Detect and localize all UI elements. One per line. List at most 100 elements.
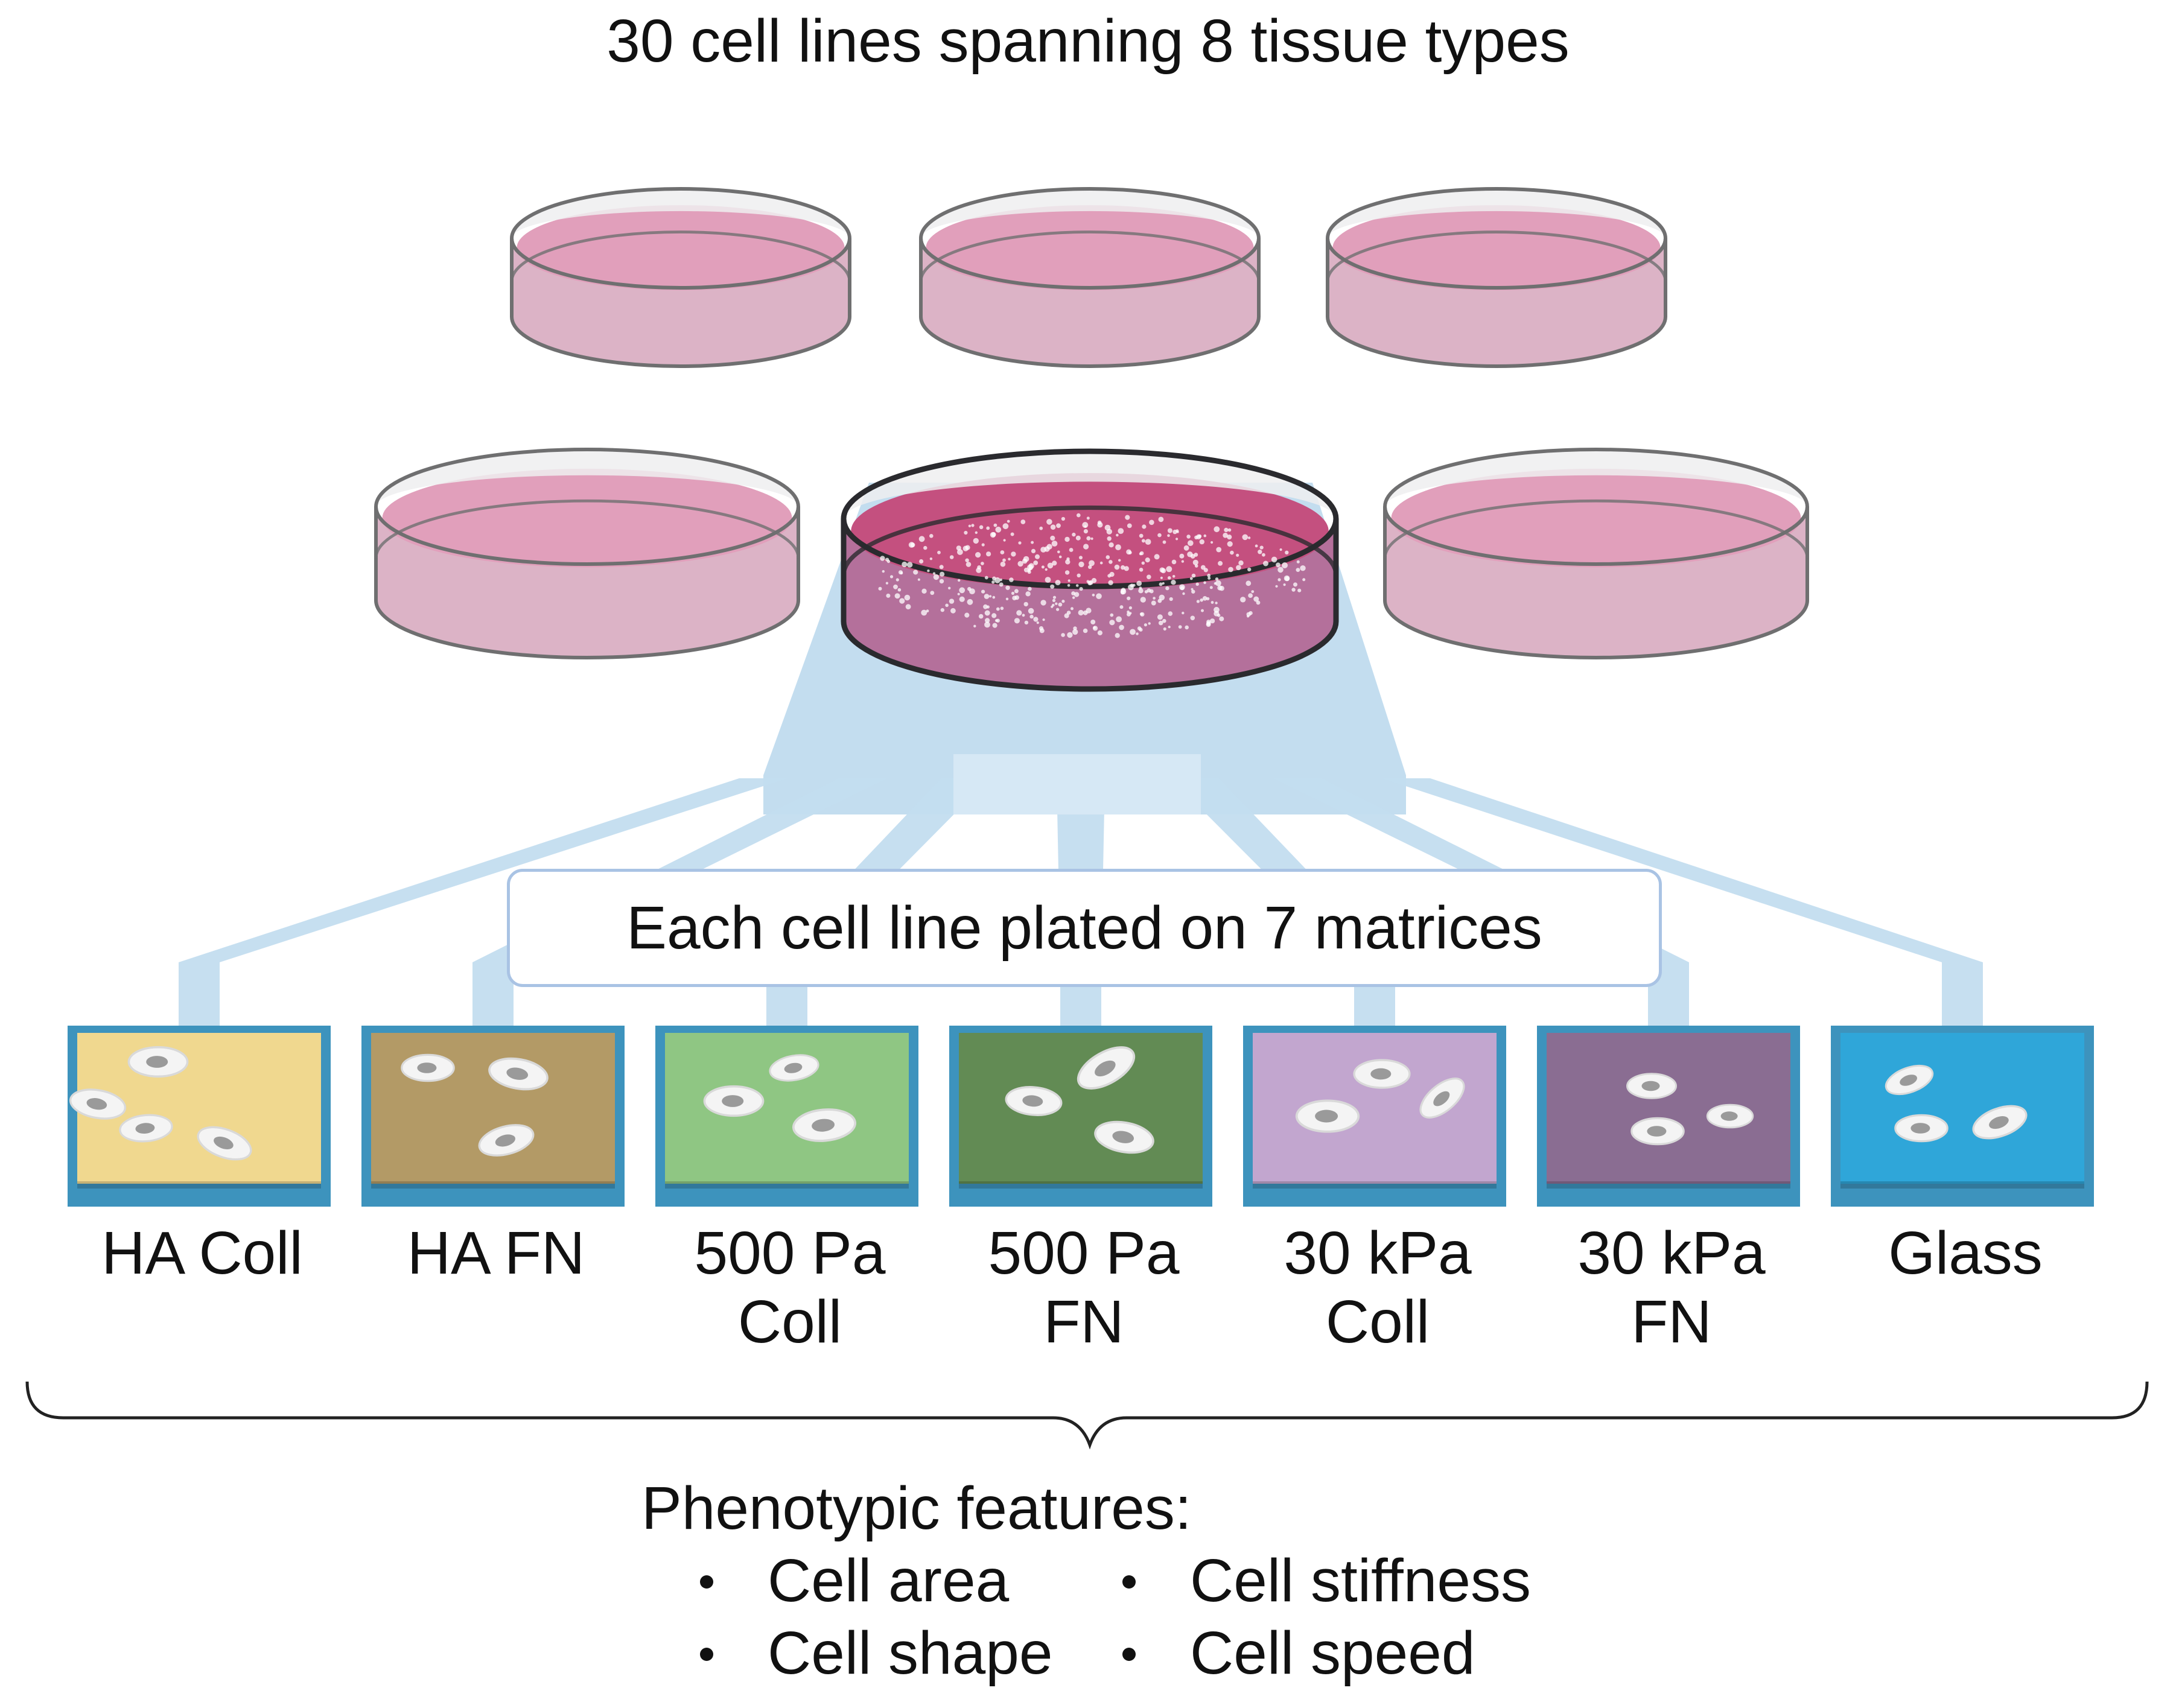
dish-cell-dot — [967, 598, 973, 605]
tile-shadow — [1840, 1181, 2084, 1189]
dish-medium — [1391, 468, 1801, 568]
dish-cell-dot — [896, 578, 899, 582]
dish-cell-dot — [984, 594, 990, 599]
dish-cell-dot — [1052, 598, 1056, 603]
cell-nucleus — [722, 1095, 744, 1107]
dish-rim — [510, 187, 851, 290]
dish-cell-dot — [930, 591, 935, 595]
dish-cell-dot — [1128, 606, 1132, 610]
matrix-label-1: HA Coll — [101, 1219, 303, 1287]
dish-cell-dot — [1109, 560, 1113, 564]
dish-cell-dot — [1121, 565, 1125, 570]
cell-nucleus — [495, 1134, 515, 1147]
matrix-tile-4 — [949, 1026, 1212, 1207]
dish-cell-dot — [968, 524, 972, 527]
cell-shape — [1626, 1073, 1677, 1099]
dish-cell-dot — [1079, 587, 1083, 591]
dish-cell-dot — [1249, 611, 1253, 615]
dish-cell-dot — [1218, 560, 1223, 566]
tile-shadow — [665, 1181, 909, 1189]
bullet-icon — [1122, 1575, 1136, 1589]
features-heading: Phenotypic features: — [641, 1475, 1192, 1542]
dish-cell-dot — [1179, 553, 1185, 559]
dish-cell-dot — [1072, 532, 1076, 537]
dish-cell-dot — [1262, 553, 1265, 557]
dish-cell-dot — [1228, 567, 1233, 573]
dish-cell-dot — [1000, 606, 1004, 611]
dish-cell-dot — [897, 588, 902, 592]
dish-cell-dot — [999, 578, 1003, 582]
dish-cell-dot — [929, 534, 934, 538]
dish-medium — [851, 473, 1329, 589]
dish-cell-dot — [1158, 620, 1163, 626]
matrices-callout: Each cell line plated on 7 matrices — [507, 869, 1662, 987]
dish-cell-dot — [1055, 580, 1061, 586]
dish-cell-dot — [1082, 522, 1089, 529]
cell-nucleus — [506, 1067, 529, 1080]
dish-cell-dot — [1018, 541, 1022, 545]
dish-cell-dot — [921, 609, 927, 616]
feature-item-cell-stiffness: Cell stiffness — [1122, 1545, 1531, 1617]
dish-cell-dot — [1139, 568, 1144, 572]
dish-cell-dot — [1145, 557, 1150, 563]
dish-cell-dot — [1127, 523, 1132, 529]
dish-cell-dot — [1052, 560, 1057, 566]
cell-shape — [119, 1114, 173, 1143]
bullet-icon — [700, 1575, 713, 1589]
funnel-branch — [1171, 778, 1395, 1026]
dish-cell-dot — [1050, 535, 1055, 541]
dish-cell-dot — [1207, 576, 1211, 580]
dish-cell-dot — [1209, 586, 1213, 589]
dish-cell-dot — [1065, 559, 1071, 565]
dish-cell-dot — [923, 545, 927, 550]
matrix-tile-6 — [1537, 1026, 1800, 1207]
dish-medium — [517, 205, 845, 291]
dish-cell-dot — [1159, 582, 1163, 586]
cell-shape — [1005, 1086, 1063, 1116]
cell-shape — [1077, 1046, 1136, 1090]
cell-nucleus — [1910, 1123, 1930, 1134]
dish-cell-dot — [1071, 607, 1074, 611]
dish-cell-dot — [999, 582, 1004, 587]
grouping-brace — [25, 1381, 2149, 1450]
dish-cell-dot — [918, 536, 925, 542]
dish-cell-dot — [1219, 586, 1224, 591]
funnel-highlight — [953, 754, 1201, 814]
dish-glass — [844, 451, 1336, 519]
dish-cell-dot — [886, 593, 891, 598]
dish-cell-dot — [1031, 541, 1034, 544]
tile-shadow — [1253, 1181, 1497, 1189]
cell-shape — [197, 1126, 252, 1161]
dish-cell-dot — [1183, 545, 1189, 551]
cell-shape — [1630, 1117, 1685, 1146]
matrix-tile-7 — [1831, 1026, 2094, 1207]
dish-cell-dot — [1251, 590, 1255, 593]
dish-cell-dot — [957, 592, 960, 595]
dish-cell-dot — [996, 607, 1000, 611]
matrix-label-4: 500 Pa FN — [988, 1219, 1180, 1356]
feature-label: Cell shape — [768, 1619, 1053, 1687]
dish-cell-dot — [1072, 596, 1075, 599]
dish-cell-dot — [1207, 573, 1211, 577]
dish-cell-dot — [1167, 534, 1170, 537]
petri-dish-mid-left — [374, 448, 800, 659]
dish-cell-dot — [1056, 608, 1060, 611]
matrix-label-7: Glass — [1888, 1219, 2043, 1287]
tile-shadow — [959, 1181, 1203, 1189]
dish-cell-dot — [1171, 559, 1177, 565]
dish-rim — [1326, 187, 1667, 290]
dish-cell-dot — [1141, 561, 1145, 565]
dish-cell-dot — [1167, 576, 1171, 580]
dish-cell-dot — [1215, 580, 1221, 586]
dish-cell-dot — [1012, 595, 1017, 600]
dish-cell-dot — [1083, 628, 1088, 633]
dish-cell-dot — [1129, 612, 1132, 615]
cell-nucleus — [135, 1123, 155, 1134]
tile-surface — [1547, 1033, 1790, 1184]
dish-cell-dot — [939, 565, 944, 570]
dish-cell-dot — [1031, 548, 1036, 554]
dish-cell-dot — [1148, 622, 1151, 625]
funnel-branch — [766, 778, 990, 1026]
dish-cell-dot — [1247, 536, 1251, 539]
